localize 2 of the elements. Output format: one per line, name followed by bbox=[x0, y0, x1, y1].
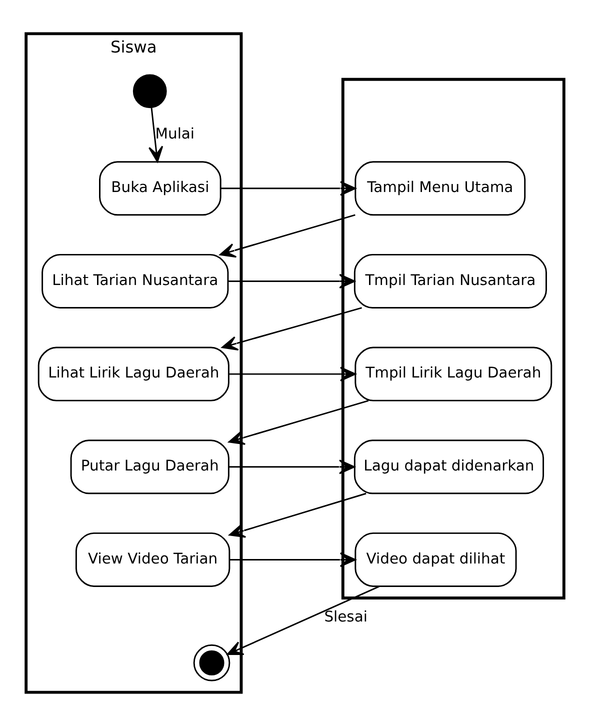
edge-label: Slesai bbox=[324, 608, 368, 626]
edge-label: Mulai bbox=[155, 125, 195, 142]
